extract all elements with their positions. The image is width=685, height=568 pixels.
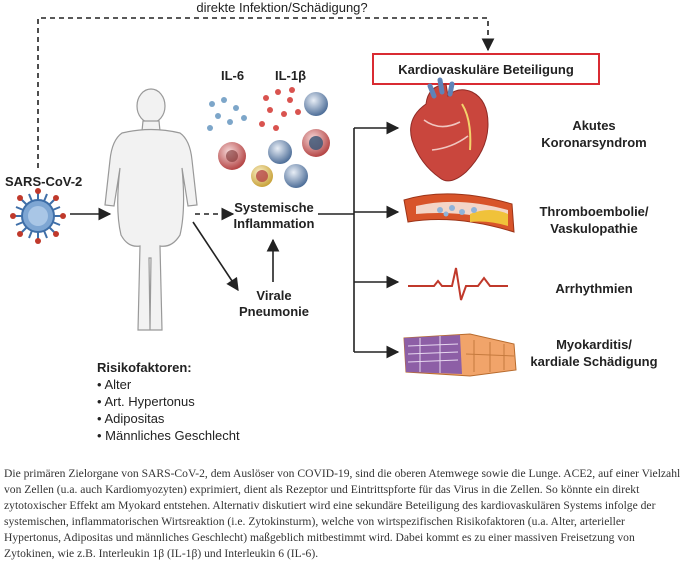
risk-factor-male-sex: • Männliches Geschlecht [97, 428, 240, 443]
blood-vessel-icon [403, 193, 515, 233]
systemic-inflammation-line2: Inflammation [234, 216, 315, 231]
diagram-canvas: direkte Infektion/Schädigung? Kardiovask… [5, 0, 658, 443]
viral-pneumonia-line2: Pneumonie [239, 304, 309, 319]
human-silhouette-icon [104, 88, 198, 331]
cardiomyocyte-icon [403, 333, 517, 377]
figure-caption: Die primären Zielorgane von SARS-CoV-2, … [4, 467, 681, 560]
cytokine-label-il1b: IL-1β [275, 68, 306, 83]
human-to-pneumonia-arrow [192, 221, 239, 292]
risk-factor-age: • Alter [97, 377, 132, 392]
heart-icon [410, 77, 489, 182]
outcome-acs-line2: Koronarsyndrom [541, 135, 646, 150]
direct-infection-label: direkte Infektion/Schädigung? [196, 0, 367, 15]
risk-factor-hypertension: • Art. Hypertonus [97, 394, 195, 409]
outcome-myocarditis-line2: kardiale Schädigung [530, 354, 657, 369]
risk-factor-obesity: • Adipositas [97, 411, 165, 426]
direct-infection-dashed-arrow [37, 17, 495, 168]
virus-icon [10, 188, 66, 244]
outcome-header: Kardiovaskuläre Beteiligung [398, 62, 574, 77]
outcome-myocarditis-line1: Myokarditis/ [556, 337, 632, 352]
outcome-arrhythmia: Arrhythmien [555, 281, 632, 296]
cytokine-label-il6: IL-6 [221, 68, 244, 83]
systemic-inflammation-line1: Systemische [234, 200, 314, 215]
outcome-branch-connector [318, 121, 400, 359]
viral-pneumonia-line1: Virale [256, 288, 291, 303]
outcome-header-box [372, 53, 600, 85]
outcome-thromboembolism-line1: Thromboembolie/ [539, 204, 648, 219]
outcome-thromboembolism-line2: Vaskulopathie [550, 221, 637, 236]
cytokine-cells-icon [207, 87, 330, 188]
risk-factors-title: Risikofaktoren: [97, 360, 192, 375]
ecg-icon [408, 267, 508, 301]
outcome-acs-line1: Akutes [572, 118, 615, 133]
virus-label: SARS-CoV-2 [5, 174, 82, 189]
